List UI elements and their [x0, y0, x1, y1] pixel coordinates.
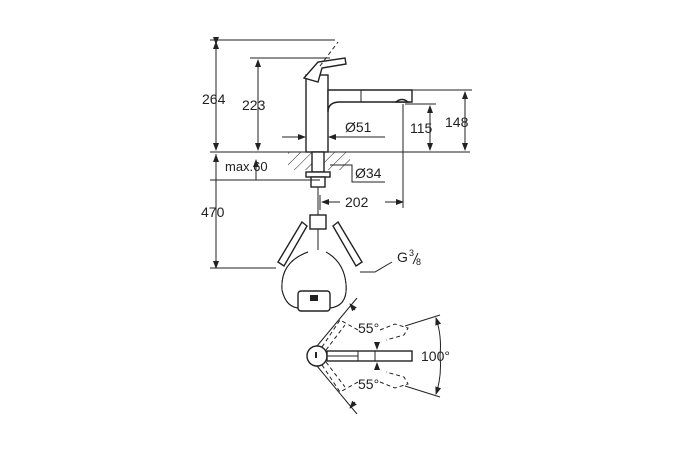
- faucet-plan-view: 55° 55° 100°: [306, 297, 450, 415]
- dim-hose-length: 470: [201, 204, 225, 220]
- dim-handle-height: 223: [242, 97, 266, 113]
- svg-text:3: 3: [409, 248, 414, 258]
- dim-spout-height: 148: [445, 114, 469, 130]
- angle-upper-label: 55°: [358, 320, 379, 336]
- dim-body-diameter: Ø51: [345, 119, 372, 135]
- supply-hose-left: [277, 220, 308, 267]
- faucet-side-view: [210, 39, 472, 312]
- svg-text:8: 8: [416, 257, 421, 267]
- dim-hole-diameter: Ø34: [355, 165, 382, 181]
- dim-outlet-height: 115: [410, 120, 433, 136]
- dim-thread: G 3 8: [397, 248, 421, 267]
- dim-spout-reach: 202: [345, 194, 369, 210]
- dimension-lines: [210, 37, 468, 273]
- angle-total-label: 100°: [421, 348, 450, 364]
- angle-lower-label: 55°: [358, 376, 379, 392]
- dim-total-height: 264: [202, 91, 226, 107]
- dimension-labels: 264 223 148 115 Ø51 max.60 Ø34 470 202 G…: [201, 91, 469, 267]
- dim-max-thickness: max.60: [225, 159, 268, 174]
- supply-hose-right: [332, 220, 363, 267]
- svg-text:G: G: [397, 249, 408, 265]
